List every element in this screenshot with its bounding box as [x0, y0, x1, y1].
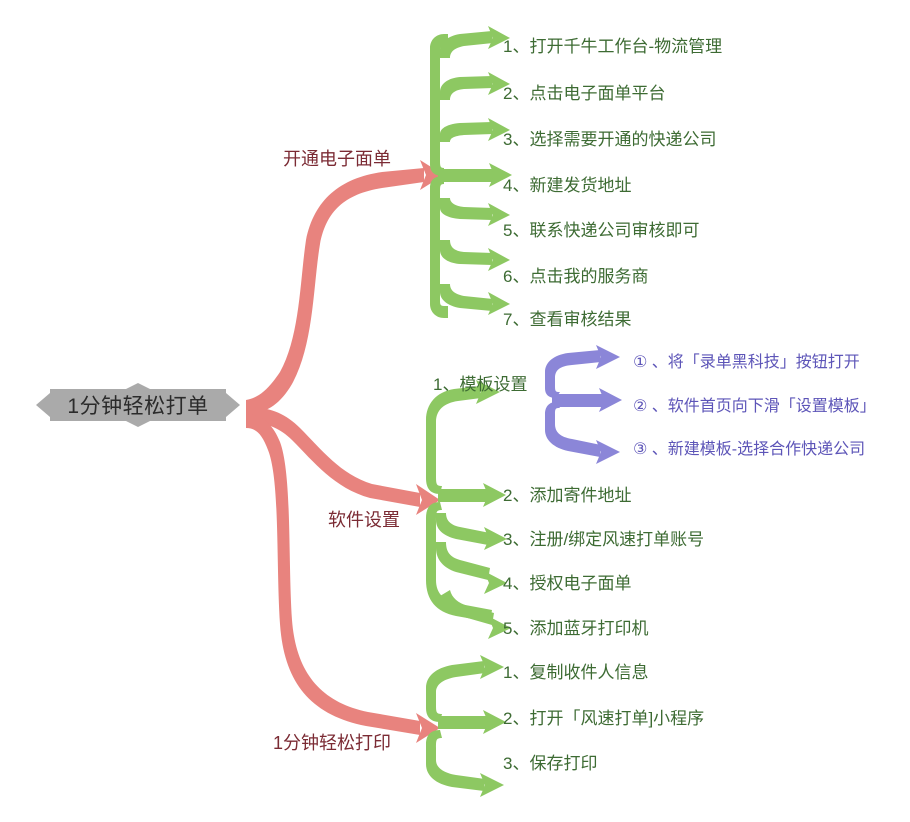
subleaf-2-1-1[interactable]: ① 、将「录单黑科技」按钮打开 — [633, 354, 860, 371]
leaf-1-2[interactable]: 2、点击电子面单平台 — [503, 84, 666, 103]
leaf-1-1[interactable]: 1、打开千牛工作台-物流管理 — [503, 37, 723, 56]
purple-spine-down — [545, 402, 601, 457]
root-node-shape — [36, 383, 240, 427]
leaf-3-2[interactable]: 2、打开「风速打单]小程序 — [503, 709, 705, 728]
red-branch-bottom-arrow — [416, 713, 440, 743]
green-arrow-3-1 — [480, 655, 504, 679]
branch-label-2[interactable]: 软件设置 — [328, 510, 400, 530]
leaf-1-5[interactable]: 5、联系快递公司审核即可 — [503, 221, 700, 240]
green-twig-2-4 — [436, 542, 490, 580]
leaf-1-6[interactable]: 6、点击我的服务商 — [503, 267, 649, 286]
leaf-3-3[interactable]: 3、保存打印 — [503, 754, 598, 773]
red-branch-middle-arrow — [416, 484, 440, 515]
root-banner — [36, 383, 240, 427]
green-fan-branch-1 — [430, 26, 512, 318]
leaf-2-4[interactable]: 4、授权电子面单 — [503, 574, 632, 593]
main-branch-connector-2 — [246, 407, 440, 515]
leaf-2-2[interactable]: 2、添加寄件地址 — [503, 486, 632, 505]
green-twig-1-5 — [440, 198, 493, 220]
purple-twig-2 — [552, 394, 604, 407]
branch-label-3[interactable]: 1分钟轻松打印 — [273, 733, 392, 753]
branch-label-1[interactable]: 开通电子面单 — [283, 149, 391, 169]
green-fan-branch-3 — [426, 655, 506, 797]
leaf-1-3[interactable]: 3、选择需要开通的快递公司 — [503, 130, 717, 149]
leaf-1-4[interactable]: 4、新建发货地址 — [503, 176, 632, 195]
green-spine-2-down — [426, 502, 492, 622]
green-spine-1 — [430, 34, 448, 176]
green-twig-1-3 — [440, 122, 493, 142]
leaf-1-7[interactable]: 7、查看审核结果 — [503, 310, 632, 329]
purple-spine-up — [545, 350, 601, 398]
green-twig-2-5 — [440, 590, 494, 625]
green-fan-branch-2 — [426, 380, 511, 639]
purple-arrow-3 — [596, 440, 620, 464]
green-spine-2-up — [426, 386, 481, 494]
leaf-3-1[interactable]: 1、复制收件人信息 — [503, 663, 649, 682]
green-spine-1b — [430, 176, 448, 318]
red-branch-bottom — [246, 414, 420, 735]
purple-arrow-2 — [599, 388, 622, 412]
green-twig-1-4 — [438, 169, 494, 182]
green-twig-1-2 — [440, 76, 493, 100]
leaf-2-1[interactable]: 1、模板设置 — [433, 375, 528, 394]
subleaf-2-1-2[interactable]: ② 、软件首页向下滑「设置模板」 — [633, 398, 876, 415]
green-twig-2-2 — [438, 489, 488, 502]
red-branch-middle — [246, 407, 420, 507]
green-twig-1-1 — [440, 31, 493, 58]
green-twig-2-3 — [436, 513, 490, 545]
root-title: 1分钟轻松打单 — [67, 395, 209, 418]
purple-arrow-1 — [596, 345, 620, 369]
green-arrow-3-3 — [480, 773, 504, 797]
green-spine-3-down — [426, 730, 485, 791]
subleaf-2-1-3[interactable]: ③ 、新建模板-选择合作快递公司 — [633, 441, 866, 458]
purple-fan — [545, 345, 622, 464]
green-twig-1-6 — [440, 240, 493, 265]
green-twig-1-7 — [440, 284, 493, 311]
green-twig-3-2 — [438, 716, 488, 729]
root-node[interactable]: 1分钟轻松打单 — [36, 383, 240, 427]
leaf-2-5[interactable]: 5、添加蓝牙打印机 — [503, 619, 649, 638]
red-branch-top — [246, 168, 424, 414]
main-branch-connector-1 — [246, 160, 444, 414]
main-branch-connector-3 — [246, 414, 440, 743]
leaf-2-3[interactable]: 3、注册/绑定风速打单账号 — [503, 530, 705, 549]
red-branch-top-arrow — [420, 160, 444, 190]
green-spine-3-up — [426, 661, 485, 722]
